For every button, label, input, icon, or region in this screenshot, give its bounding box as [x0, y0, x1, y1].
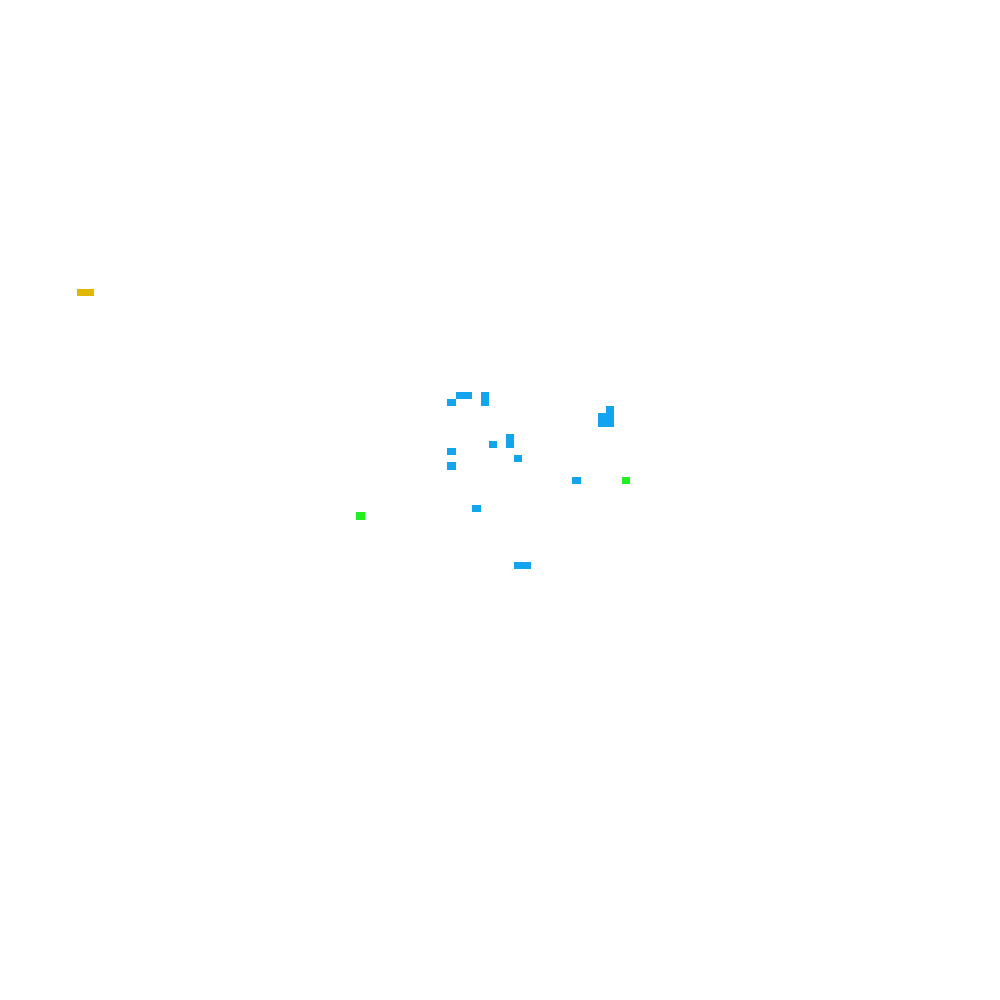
blue-piece[interactable]: [572, 477, 581, 484]
green-piece[interactable]: [356, 512, 365, 520]
blue-piece[interactable]: [447, 399, 456, 406]
blue-piece[interactable]: [447, 462, 456, 470]
green-piece[interactable]: [622, 477, 630, 484]
blue-piece[interactable]: [506, 434, 514, 448]
gold-piece[interactable]: [77, 289, 94, 296]
blue-piece[interactable]: [514, 455, 522, 462]
blue-piece[interactable]: [514, 562, 531, 569]
blue-piece[interactable]: [606, 406, 614, 413]
blue-piece[interactable]: [472, 505, 481, 512]
blue-piece[interactable]: [598, 413, 614, 427]
blue-piece[interactable]: [456, 392, 472, 399]
blue-piece[interactable]: [481, 392, 489, 406]
blue-piece[interactable]: [447, 448, 456, 455]
blue-piece[interactable]: [489, 441, 497, 448]
